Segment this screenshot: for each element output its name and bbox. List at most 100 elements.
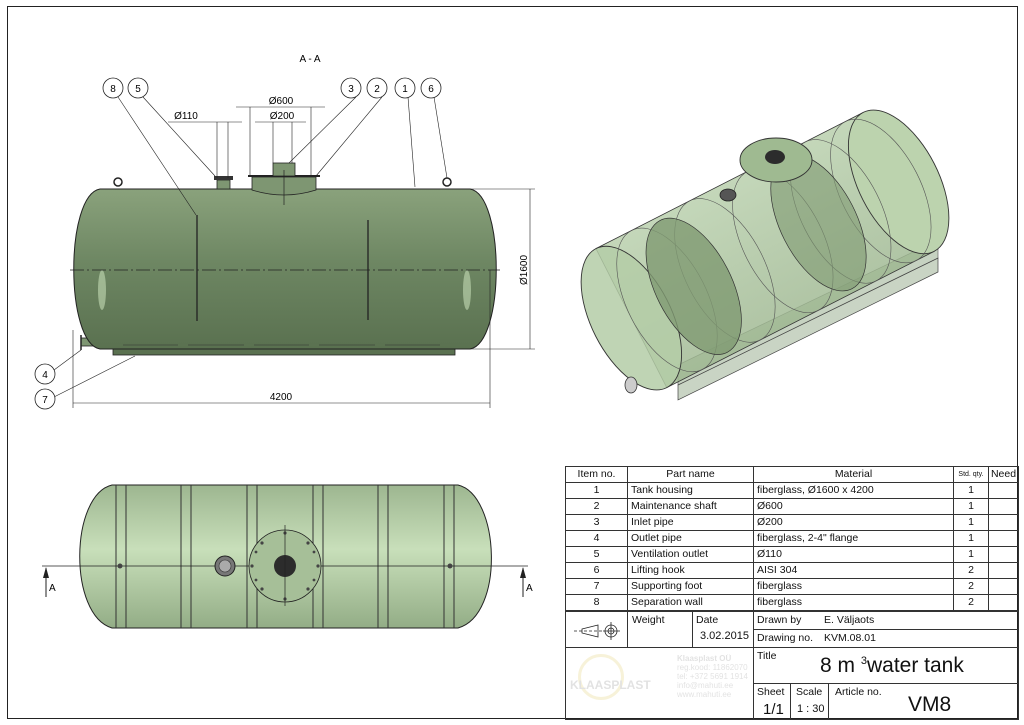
balloon-6: 6: [428, 84, 434, 95]
tank-housing: [73, 188, 497, 350]
item-no: 2: [565, 498, 628, 515]
projection-symbol-icon: [574, 622, 620, 640]
section-marker-right: [520, 567, 526, 597]
material: Ø200: [753, 514, 954, 531]
material: fiberglass: [753, 594, 954, 611]
date-label: Date: [696, 614, 719, 626]
header-part-name: Part name: [627, 466, 754, 483]
drawing-no-value: KVM.08.01: [824, 632, 876, 644]
supporting-foot: [112, 348, 456, 356]
sheet-label: Sheet: [757, 686, 785, 698]
scale-value: 1 : 30: [797, 703, 825, 715]
title-main: 8 m: [820, 654, 856, 677]
need: [988, 562, 1019, 579]
article-value: VM8: [908, 693, 952, 716]
part-name: Maintenance shaft: [627, 498, 754, 515]
section-marker-right-label: A: [526, 583, 533, 594]
std-qty: 1: [953, 514, 989, 531]
title-sup: 3: [860, 655, 867, 667]
dim-diameter-200: Ø200: [270, 111, 295, 122]
balloon-5: 5: [135, 84, 141, 95]
weight-label: Weight: [632, 614, 665, 626]
title-rest: water tank: [866, 654, 964, 677]
balloon-4: 4: [42, 370, 48, 381]
article-cell: [828, 683, 1019, 720]
part-name: Lifting hook: [627, 562, 754, 579]
need: [988, 530, 1019, 547]
part-name: Separation wall: [627, 594, 754, 611]
section-marker-left-label: A: [49, 583, 56, 594]
dim-length-4200: 4200: [270, 392, 293, 403]
item-no: 3: [565, 514, 628, 531]
balloon-3: 3: [348, 84, 354, 95]
part-name: Outlet pipe: [627, 530, 754, 547]
section-marker-left: [43, 567, 49, 597]
need: [988, 514, 1019, 531]
material: fiberglass, 2-4" flange: [753, 530, 954, 547]
ventilation-outlet: [216, 179, 231, 190]
item-no: 6: [565, 562, 628, 579]
material: fiberglass, Ø1600 x 4200: [753, 482, 954, 499]
part-name: Ventilation outlet: [627, 546, 754, 563]
std-qty: 1: [953, 530, 989, 547]
iso-outlet-flange: [624, 376, 638, 394]
header-std-qty: Std. qty.: [953, 466, 989, 483]
balloon-1: 1: [402, 84, 408, 95]
dim-diameter-600: Ø600: [269, 96, 294, 107]
part-name: Inlet pipe: [627, 514, 754, 531]
item-no: 8: [565, 594, 628, 611]
balloon-2: 2: [374, 84, 380, 95]
std-qty: 2: [953, 578, 989, 595]
item-no: 7: [565, 578, 628, 595]
drawn-by-label: Drawn by: [757, 614, 802, 626]
header-item-no: Item no.: [565, 466, 628, 483]
parts-table: Item no. Part name Material Std. qty. Ne…: [565, 466, 1019, 611]
lifting-hook: [442, 177, 452, 187]
part-name: Supporting foot: [627, 578, 754, 595]
iso-vent: [719, 188, 737, 202]
part-name: Tank housing: [627, 482, 754, 499]
scale-label: Scale: [796, 686, 823, 698]
need: [988, 578, 1019, 595]
std-qty: 1: [953, 482, 989, 499]
drawn-by-value: E. Väljaots: [824, 614, 875, 626]
date-value: 3.02.2015: [700, 630, 749, 642]
std-qty: 1: [953, 498, 989, 515]
section-label: A - A: [299, 54, 320, 65]
lifting-hook: [113, 177, 123, 187]
need: [988, 498, 1019, 515]
drawing-frame: [7, 6, 1018, 719]
material: Ø600: [753, 498, 954, 515]
top-view: A A: [42, 484, 533, 629]
article-label: Article no.: [835, 686, 882, 698]
iso-tank-end-right: [847, 109, 950, 255]
std-qty: 2: [953, 562, 989, 579]
material: AISI 304: [753, 562, 954, 579]
balloon-7: 7: [42, 395, 48, 406]
iso-separation-wall: [645, 217, 742, 355]
item-no: 1: [565, 482, 628, 499]
header-need: Need: [988, 466, 1019, 483]
item-no: 5: [565, 546, 628, 563]
material: fiberglass: [753, 578, 954, 595]
std-qty: 2: [953, 594, 989, 611]
drawing-title: 8 m 3water tank: [820, 654, 964, 678]
need: [988, 482, 1019, 499]
std-qty: 1: [953, 546, 989, 563]
need: [988, 546, 1019, 563]
dim-diameter-1600: Ø1600: [519, 255, 530, 285]
isometric-view: [580, 109, 950, 401]
projection-cell: [565, 611, 628, 648]
dimension-lines: [53, 96, 535, 408]
header-material: Material: [753, 466, 954, 483]
item-no: 4: [565, 530, 628, 547]
